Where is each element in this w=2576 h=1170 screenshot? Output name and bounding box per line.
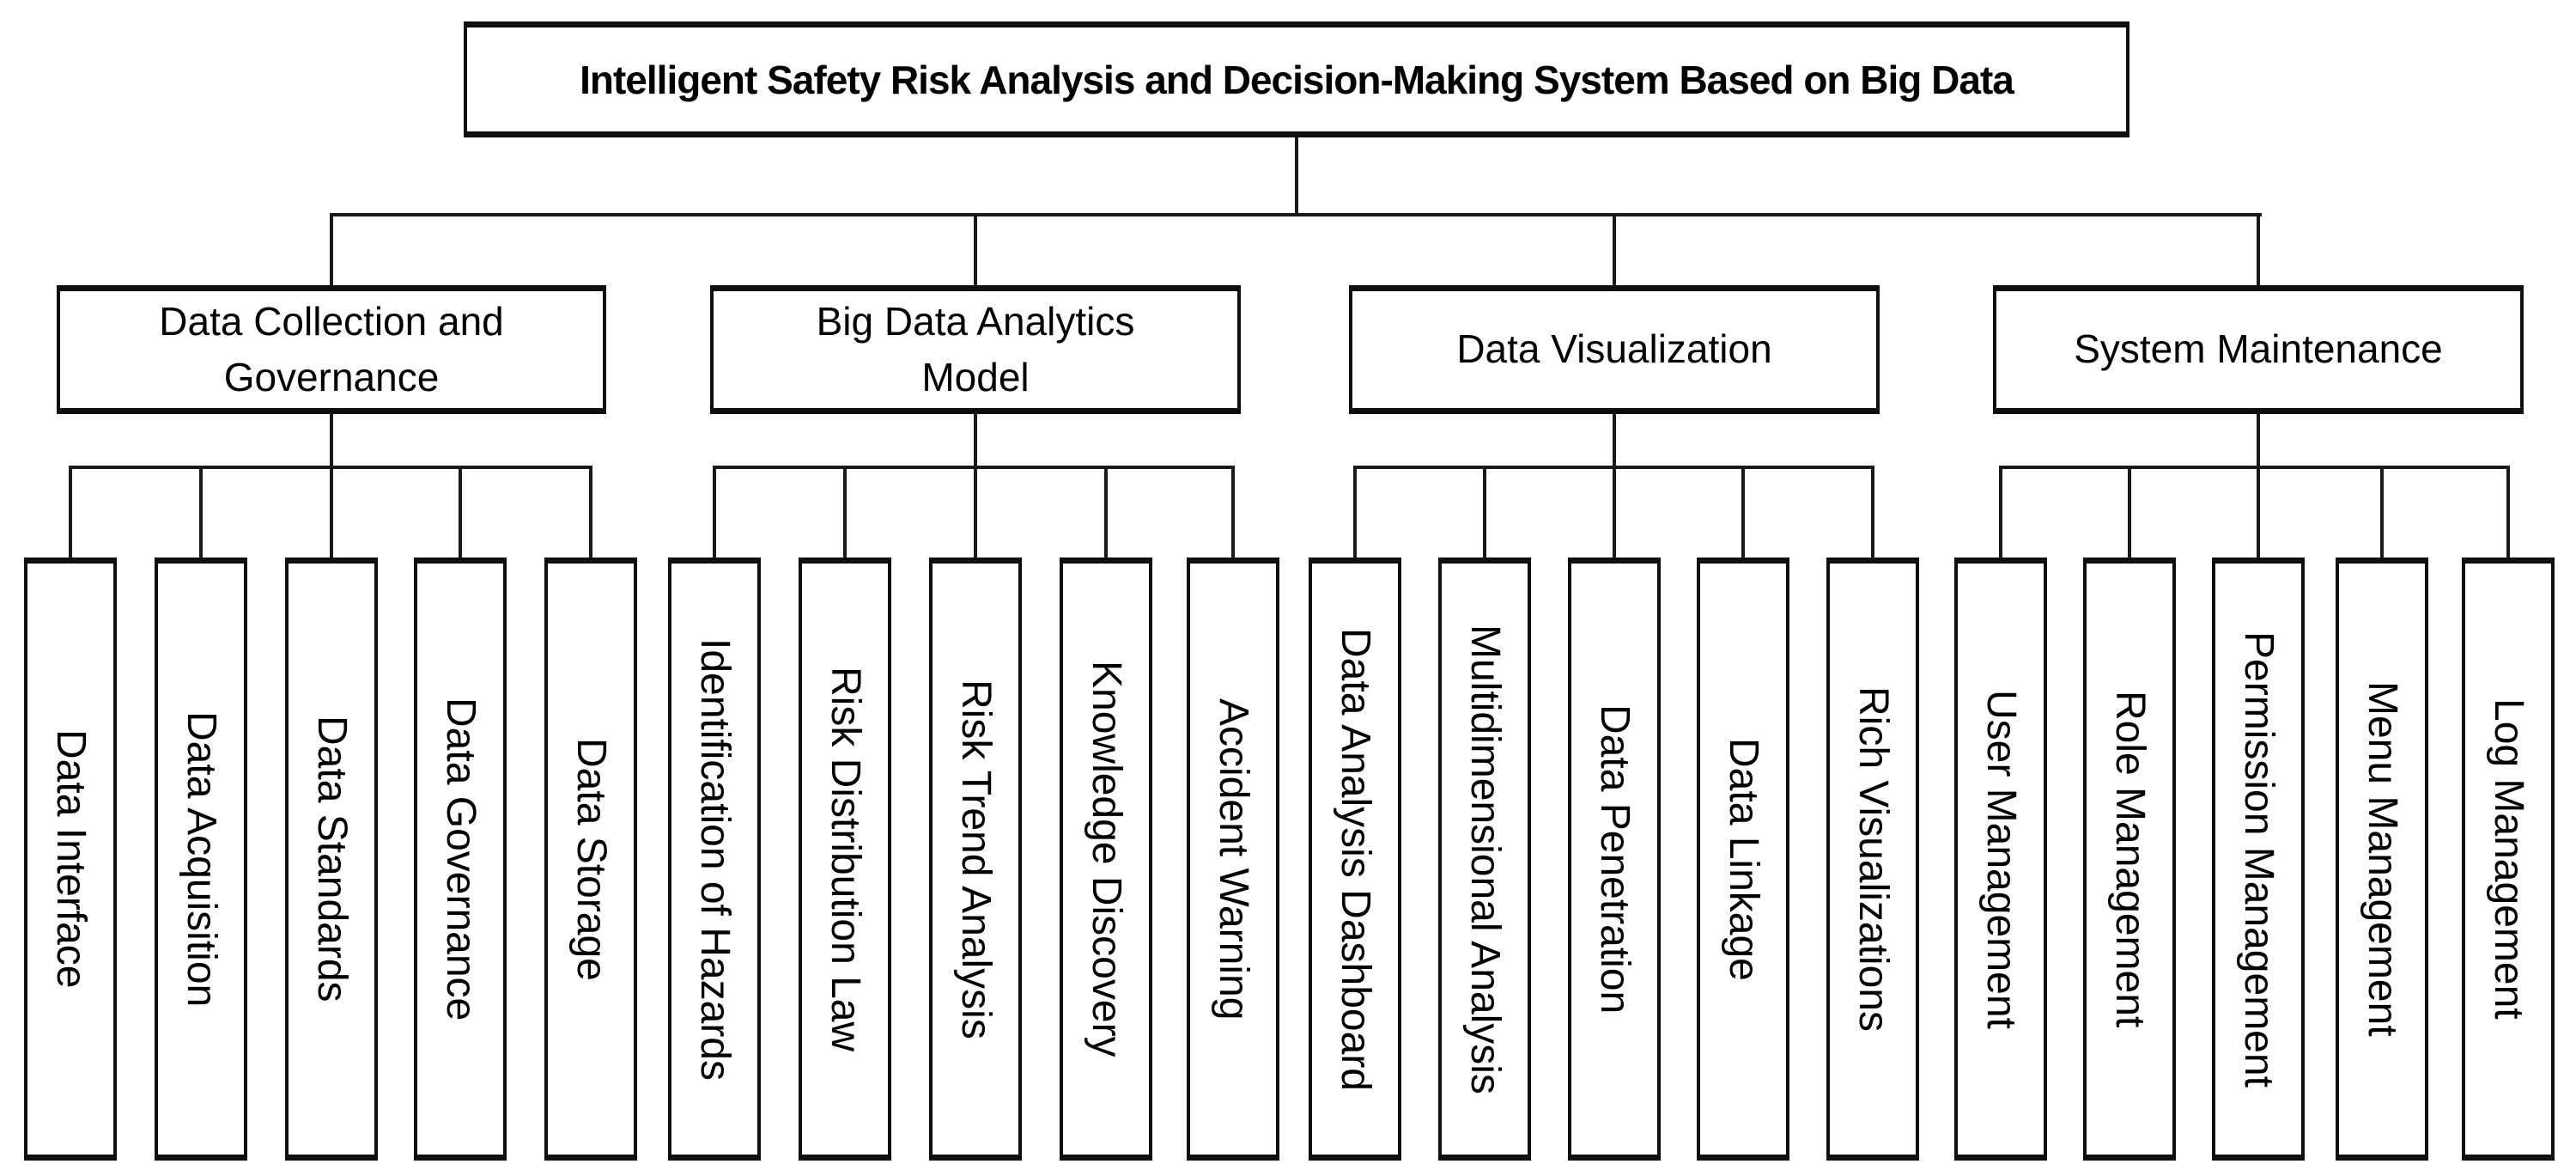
connector-stub-leaf xyxy=(1483,466,1486,562)
leaf-node-accident-warning: Accident Warning xyxy=(1187,558,1279,1161)
connector-stub-leaf xyxy=(2380,466,2384,562)
connector-stub-group2 xyxy=(974,213,977,289)
leaf-node-log-management: Log Management xyxy=(2462,558,2555,1161)
connector-stub-leaf xyxy=(2128,466,2131,562)
leaf-label: Data Linkage xyxy=(1721,737,1766,981)
connector-stub-leaf xyxy=(2506,466,2510,562)
connector-stub-leaf xyxy=(1741,466,1745,562)
leaf-label: Data Governance xyxy=(438,697,483,1021)
leaf-node-data-penetration: Data Penetration xyxy=(1568,558,1661,1161)
connector-stub-group3 xyxy=(1613,213,1616,289)
leaf-node-data-analysis-dashboard: Data Analysis Dashboard xyxy=(1309,558,1401,1161)
connector-stub-leaf xyxy=(1231,466,1235,562)
leaf-node-menu-management: Menu Management xyxy=(2336,558,2428,1161)
leaf-node-data-interface: Data Interface xyxy=(24,558,117,1161)
node-group-visualization: Data Visualization xyxy=(1349,285,1880,414)
leaf-label: Rich Visualizations xyxy=(1850,686,1896,1032)
leaf-label: Accident Warning xyxy=(1211,698,1256,1021)
connector-stub-leaf xyxy=(1353,466,1357,562)
leaf-label: Menu Management xyxy=(2360,681,2405,1037)
leaf-label: Data Interface xyxy=(48,729,94,989)
connector-stub-leaf xyxy=(589,466,592,562)
connector-stub-leaf xyxy=(843,466,847,562)
node-group-analytics-model: Big Data Analytics Model xyxy=(710,285,1241,414)
connector-group1-drop xyxy=(330,412,333,467)
connector-stub-leaf xyxy=(713,466,716,562)
connector-stub-leaf xyxy=(2257,466,2260,562)
connector-group4-hbar xyxy=(1999,466,2510,469)
leaf-label: Data Analysis Dashboard xyxy=(1333,627,1378,1091)
connector-group4-drop xyxy=(2257,412,2260,467)
leaf-label: Permission Management xyxy=(2236,631,2281,1088)
leaf-node-identification-of-hazards: Identification of Hazards xyxy=(668,558,761,1161)
node-group-maintenance: System Maintenance xyxy=(1993,285,2524,414)
leaf-label: Data Penetration xyxy=(1592,704,1637,1015)
connector-stub-leaf xyxy=(974,466,977,562)
connector-stub-leaf xyxy=(1999,466,2002,562)
leaf-node-data-standards: Data Standards xyxy=(285,558,378,1161)
leaf-label: Data Storage xyxy=(568,737,614,981)
leaf-node-data-acquisition: Data Acquisition xyxy=(155,558,247,1161)
connector-group2-drop xyxy=(974,412,977,467)
leaf-node-data-linkage: Data Linkage xyxy=(1697,558,1789,1161)
leaf-node-role-management: Role Management xyxy=(2083,558,2176,1161)
leaf-node-permission-management: Permission Management xyxy=(2212,558,2305,1161)
node-group-data-collection: Data Collection and Governance xyxy=(57,285,606,414)
leaf-label: Log Management xyxy=(2486,698,2531,1020)
connector-stub-leaf xyxy=(199,466,203,562)
leaf-label: Multidimensional Analysis xyxy=(1462,624,1508,1094)
leaf-node-risk-distribution-law: Risk Distribution Law xyxy=(799,558,891,1161)
connector-stub-group4 xyxy=(2257,213,2260,289)
connector-stub-leaf xyxy=(1613,466,1616,562)
leaf-label: User Management xyxy=(1978,689,2024,1029)
connector-stub-leaf xyxy=(459,466,462,562)
leaf-node-rich-visualizations: Rich Visualizations xyxy=(1826,558,1919,1161)
connector-group3-drop xyxy=(1613,412,1616,467)
connector-stub-leaf xyxy=(330,466,333,562)
connector-stub-leaf xyxy=(1104,466,1108,562)
leaf-label: Role Management xyxy=(2107,690,2153,1028)
leaf-node-multidimensional-analysis: Multidimensional Analysis xyxy=(1438,558,1531,1161)
leaf-label: Data Acquisition xyxy=(179,710,224,1008)
leaf-label: Knowledge Discovery xyxy=(1084,661,1129,1057)
leaf-node-risk-trend-analysis: Risk Trend Analysis xyxy=(929,558,1022,1161)
connector-stub-group1 xyxy=(330,213,333,289)
leaf-label: Risk Trend Analysis xyxy=(953,679,999,1039)
leaf-label: Risk Distribution Law xyxy=(823,666,868,1052)
leaf-label: Data Standards xyxy=(309,716,355,1002)
connector-stub-leaf xyxy=(1871,466,1874,562)
connector-stub-leaf xyxy=(69,466,72,562)
connector-root-drop xyxy=(1295,137,1298,216)
leaf-node-knowledge-discovery: Knowledge Discovery xyxy=(1060,558,1152,1161)
leaf-node-data-governance: Data Governance xyxy=(414,558,507,1161)
leaf-label: Identification of Hazards xyxy=(692,637,738,1081)
connector-level1-hbar xyxy=(330,213,2262,216)
leaf-node-data-storage: Data Storage xyxy=(544,558,637,1161)
leaf-node-user-management: User Management xyxy=(1954,558,2047,1161)
node-root: Intelligent Safety Risk Analysis and Dec… xyxy=(464,21,2129,137)
